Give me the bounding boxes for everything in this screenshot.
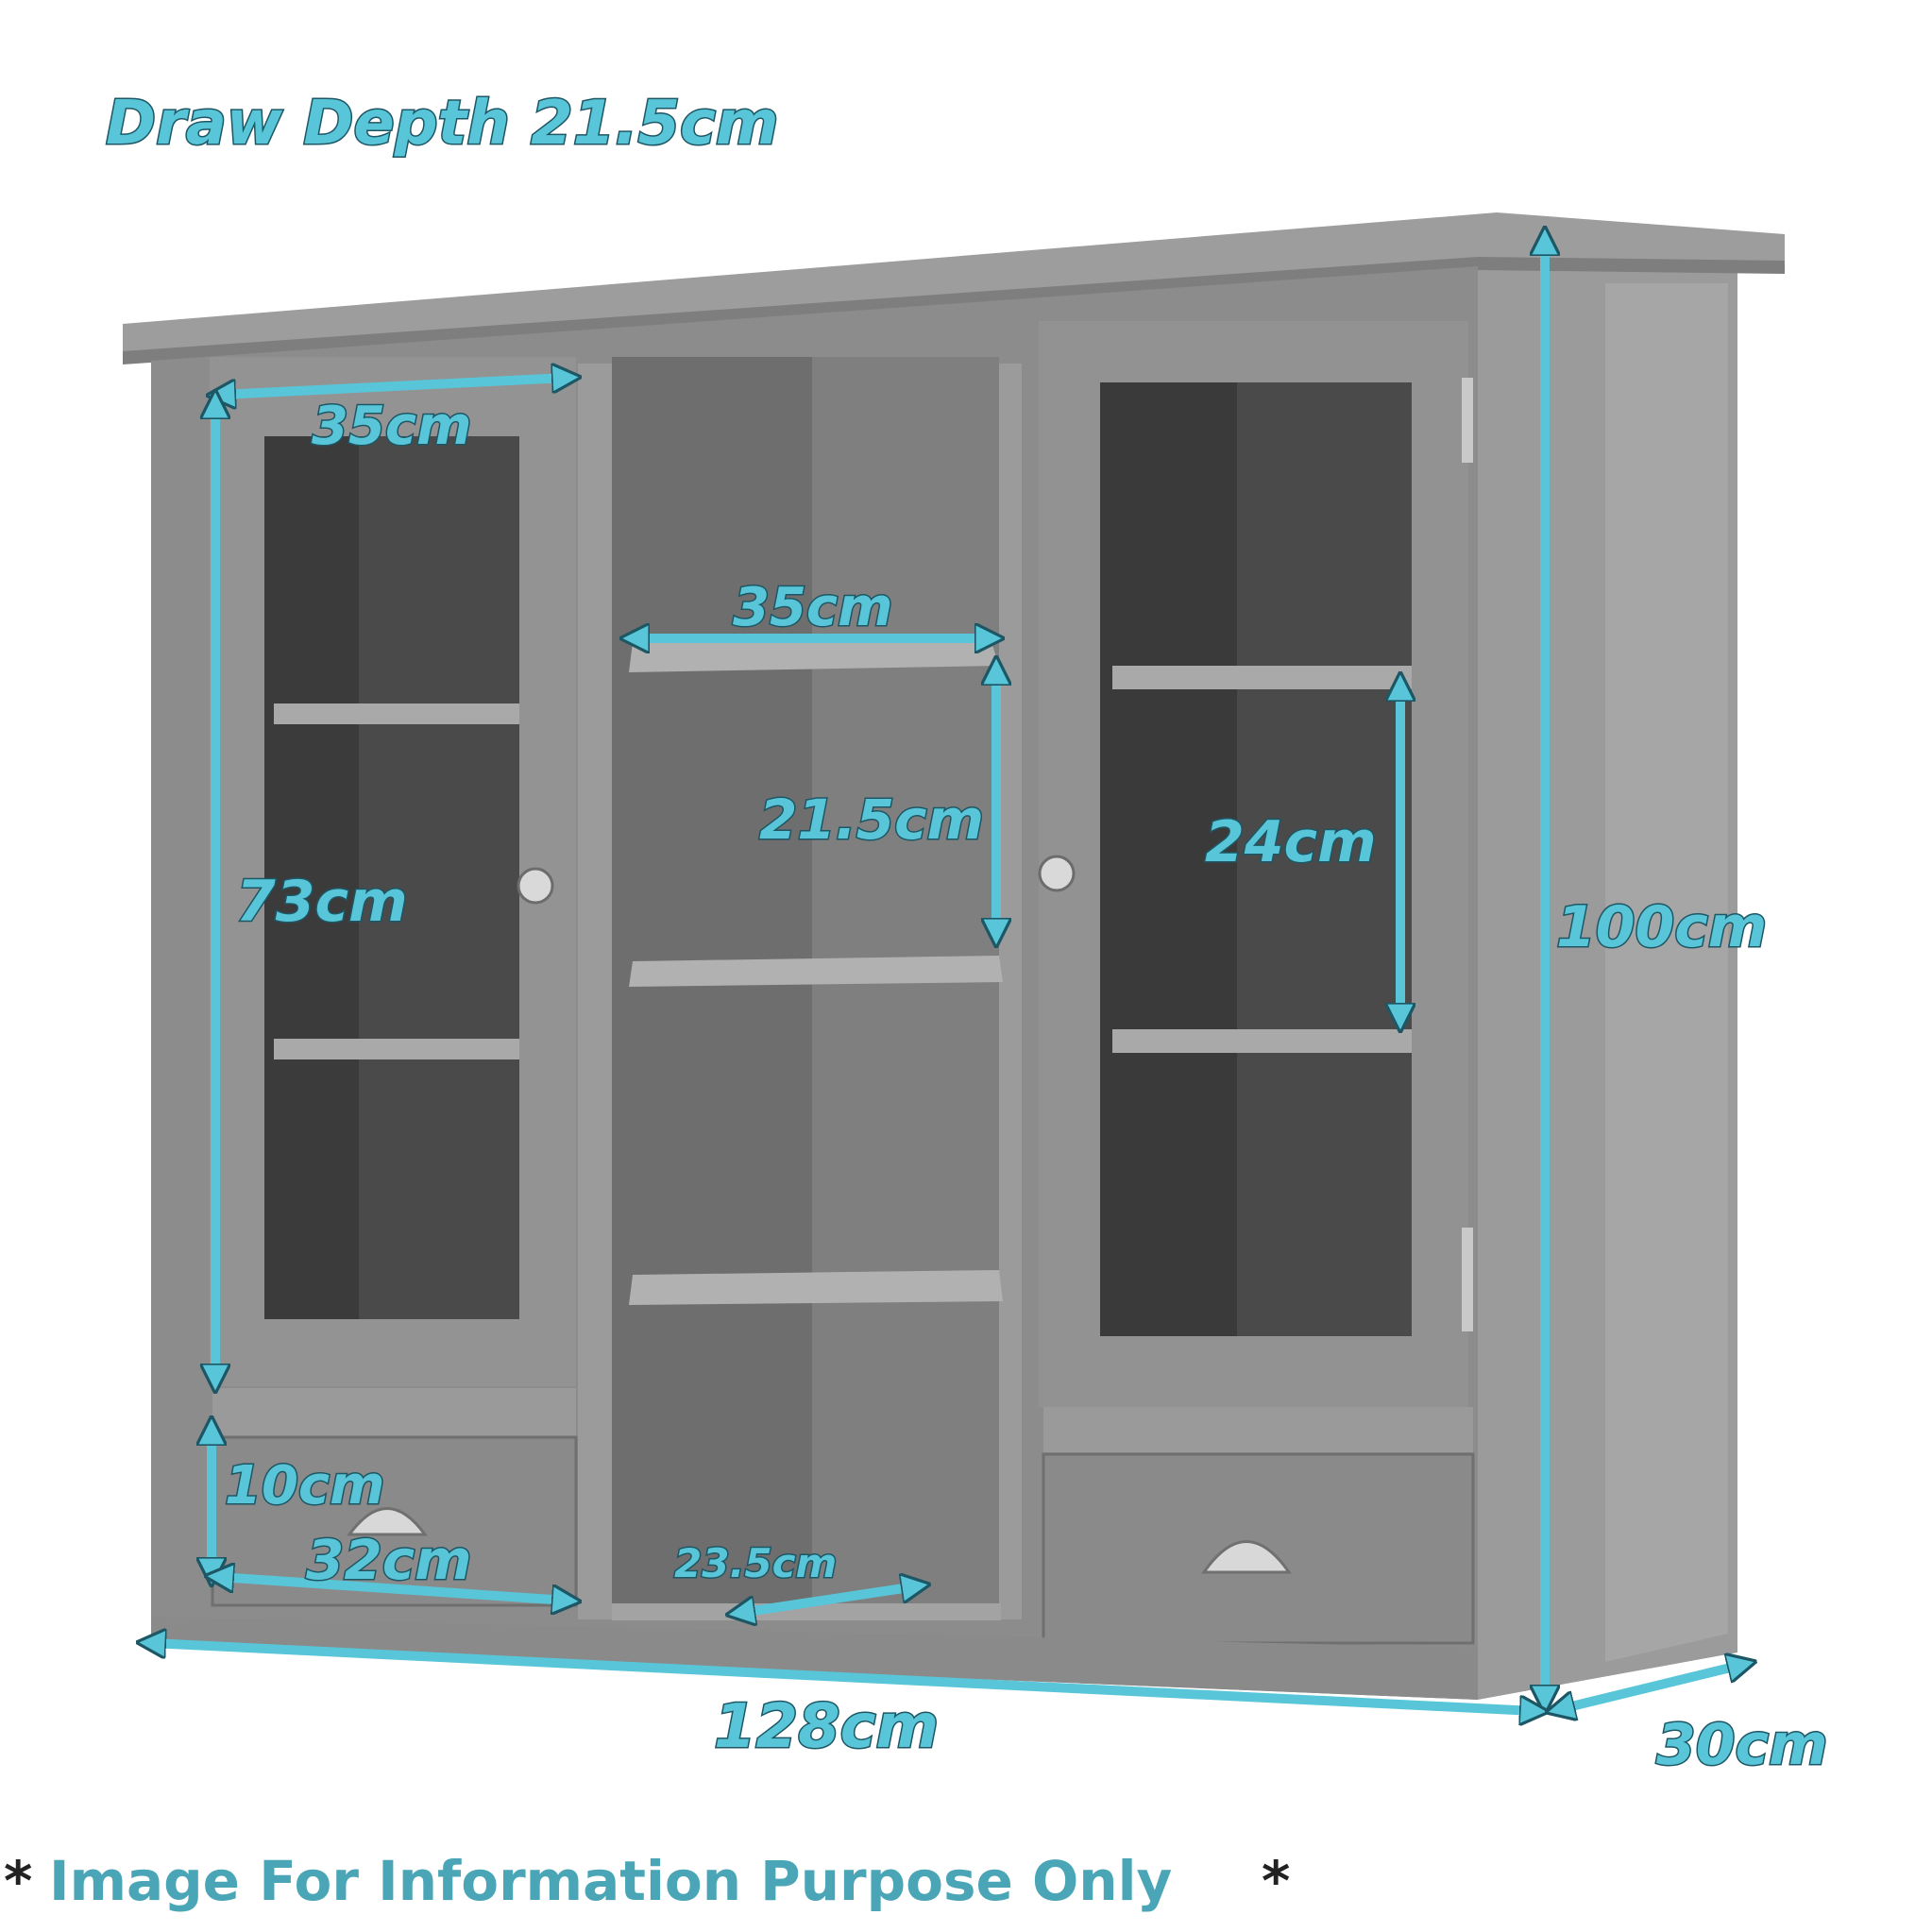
right-drawer: [1042, 1407, 1475, 1645]
footer-asterisk-right: *: [1262, 1849, 1290, 1913]
knob-icon: [1038, 855, 1076, 892]
arrow-center-bottom-depth: [740, 1586, 916, 1613]
label-top-door-width: 35cm: [312, 396, 471, 457]
label-total-depth: 30cm: [1656, 1712, 1828, 1778]
footer-notice-text: Image For Information Purpose Only: [49, 1849, 1172, 1913]
left-door: [210, 357, 576, 1386]
left-shelf-lower: [274, 1039, 519, 1059]
label-drawer-width: 32cm: [306, 1528, 472, 1592]
right-shelf-upper: [1112, 666, 1412, 689]
cup-handle-icon: [1201, 1540, 1292, 1574]
hinge-icon: [1462, 378, 1473, 463]
arrow-top-door-width: [221, 378, 567, 395]
cabinet-side-inset: [1605, 283, 1728, 1662]
dimension-labels: Draw Depth 21.5cm 35cm 73cm 10cm 32cm 35…: [105, 88, 1830, 1780]
label-center-shelf-width: 35cm: [733, 577, 892, 638]
label-total-width: 128cm: [714, 1692, 939, 1762]
cabinet-illustration: [123, 212, 1785, 1700]
label-center-bottom-depth: 23.5cm: [674, 1540, 837, 1586]
knob-icon: [517, 867, 554, 905]
center-shelf-3: [629, 1270, 1003, 1305]
right-shelf-lower: [1112, 1029, 1412, 1053]
arrow-drawer-width: [219, 1577, 567, 1601]
arrow-total-width: [151, 1643, 1534, 1711]
footer-asterisk-left: *: [4, 1849, 32, 1913]
label-left-door-height: 73cm: [236, 869, 408, 935]
arrow-total-depth: [1560, 1665, 1742, 1709]
left-shelf-upper: [274, 703, 519, 724]
label-drawer-height: 10cm: [225, 1455, 384, 1517]
cabinet-top-edge: [123, 257, 1785, 364]
label-right-shelf-gap: 24cm: [1205, 809, 1377, 875]
footer-notice: * Image For Information Purpose Only *: [4, 1849, 1290, 1913]
dimension-arrows: [151, 241, 1742, 1711]
label-total-height: 100cm: [1556, 894, 1767, 960]
label-center-shelf-gap: 21.5cm: [759, 788, 984, 852]
right-door: [1038, 321, 1473, 1407]
center-shelf-2: [629, 956, 1003, 987]
draw-depth-heading: Draw Depth 21.5cm: [106, 89, 779, 159]
hinge-icon: [1462, 1228, 1473, 1331]
center-open-shelves: [578, 357, 1022, 1620]
cup-handle-icon: [347, 1507, 428, 1536]
